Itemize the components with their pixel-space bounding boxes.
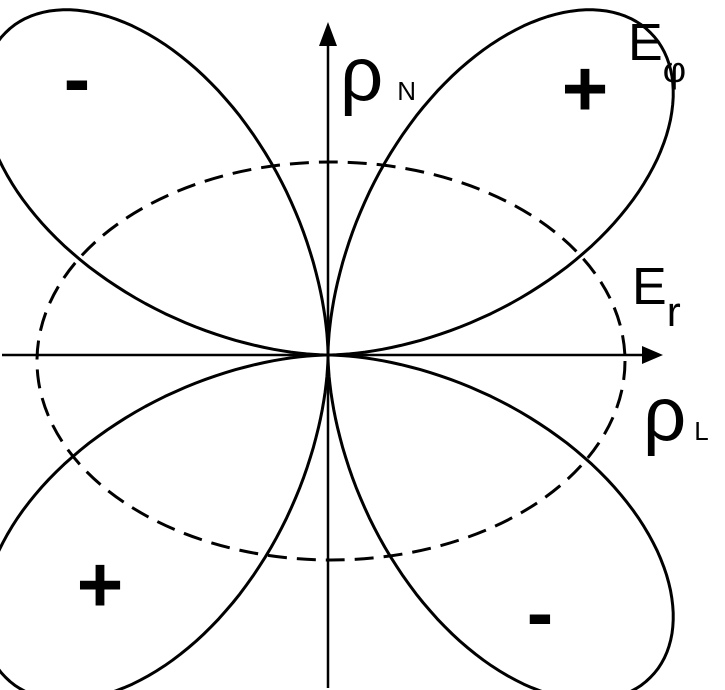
- horizontal-axis-symbol: ρ: [643, 372, 686, 457]
- e-r-label: Er: [632, 258, 681, 335]
- e-r-subscript: r: [667, 288, 681, 335]
- lobe-bottom-right: [326, 353, 675, 690]
- vertical-axis-subscript: N: [397, 76, 416, 106]
- sign-bottom-left: +: [77, 540, 124, 629]
- sign-top-right: +: [562, 44, 609, 133]
- e-phi-label: Eφ: [628, 14, 686, 90]
- sign-top-left: -: [64, 34, 91, 123]
- horizontal-axis-subscript: L: [694, 416, 708, 446]
- vertical-axis-arrowhead: [319, 22, 337, 46]
- lobe-bottom-left: [0, 353, 330, 690]
- horizontal-axis-arrowhead: [642, 346, 663, 364]
- e-phi-lobes: [0, 8, 675, 690]
- lobe-top-left: [0, 8, 330, 357]
- e-r-symbol: E: [632, 258, 667, 316]
- e-phi-symbol: E: [628, 14, 663, 72]
- vertical-axis-symbol: ρ: [340, 32, 383, 117]
- e-phi-subscript: φ: [663, 49, 686, 90]
- lobe-top-right: [326, 8, 675, 357]
- e-r-dashed-ellipse: [35, 160, 627, 562]
- sign-bottom-right: -: [527, 568, 554, 657]
